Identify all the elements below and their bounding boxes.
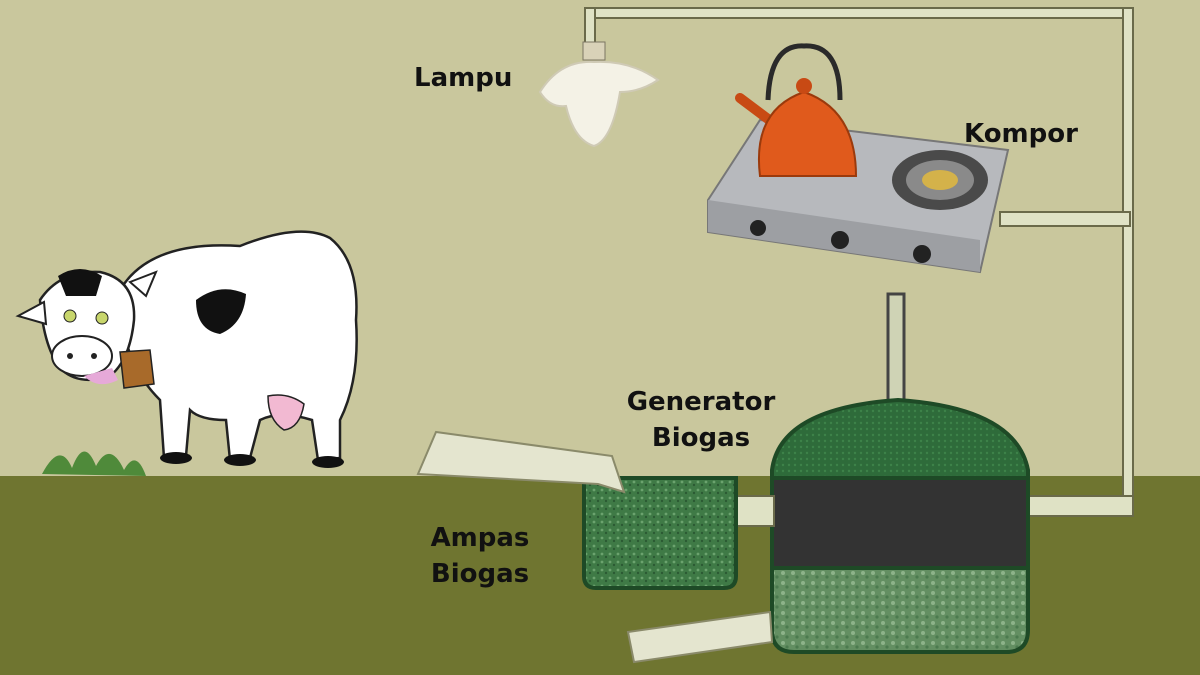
lamp-label: Lampu	[414, 63, 513, 93]
lamp-icon	[538, 41, 660, 148]
gas-pipe	[584, 7, 1134, 517]
biogas-digester	[770, 397, 1030, 654]
generator-label: Generator Biogas	[606, 384, 796, 456]
outlet-chute	[626, 610, 774, 664]
stove-icon	[707, 118, 1010, 274]
kettle-icon	[735, 43, 858, 177]
grass-icon	[42, 451, 146, 476]
generator-label-line-1: Generator	[626, 387, 776, 417]
slurry-label-line-2: Biogas	[430, 559, 530, 589]
stove-label: Kompor	[964, 119, 1078, 149]
inlet-chute	[416, 430, 626, 494]
gas-outlet-pipe	[886, 292, 906, 412]
cow-icon	[15, 230, 358, 468]
slurry-label: Ampas Biogas	[412, 520, 548, 592]
slurry-label-line-1: Ampas	[430, 523, 530, 553]
generator-label-line-2: Biogas	[651, 423, 751, 453]
inlet-tank	[582, 476, 738, 590]
